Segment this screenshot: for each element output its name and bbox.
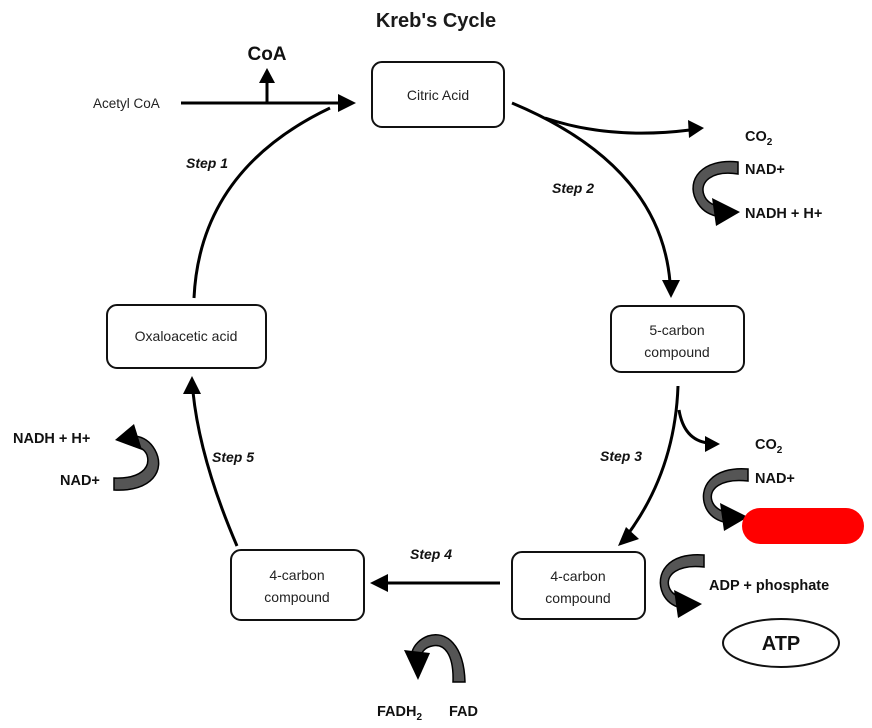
- step3-arrow: [626, 385, 680, 535]
- fadh2-label: FADH2: [377, 704, 422, 723]
- five-carbon-label-line2: compound: [644, 344, 709, 360]
- coa-label: CoA: [247, 44, 286, 65]
- step5-arrowhead: [183, 376, 201, 394]
- acetyl-coa-label: Acetyl CoA: [93, 96, 160, 111]
- step3-co2-arrowhead: [705, 436, 720, 452]
- step3-arrowhead: [618, 527, 639, 546]
- citric-acid-box: Citric Acid: [371, 61, 505, 128]
- four-carbon-right-label-line2: compound: [545, 590, 610, 606]
- step4-label: Step 4: [410, 546, 452, 562]
- diagram-title: Kreb's Cycle: [376, 10, 496, 32]
- step3-nad-curl-icon: [702, 468, 749, 531]
- four-carbon-left-box: 4-carbon compound: [230, 549, 365, 621]
- acetyl-coa-arrowhead: [338, 94, 356, 112]
- four-carbon-right-label-line1: 4-carbon: [550, 568, 605, 584]
- citric-acid-label: Citric Acid: [407, 87, 469, 103]
- step3-co2-label: CO2: [755, 437, 783, 456]
- five-carbon-box: 5-carbon compound: [610, 305, 745, 373]
- fad-curl-icon: [404, 634, 466, 683]
- step2-co2-label: CO2: [745, 129, 773, 148]
- step2-nad-label: NAD+: [745, 162, 785, 178]
- step1-label: Step 1: [186, 155, 228, 171]
- step5-nad-label: NAD+: [60, 473, 100, 489]
- step5-nad-curl-icon: [113, 424, 160, 491]
- step5-label: Step 5: [212, 449, 254, 465]
- oxaloacetic-acid-label: Oxaloacetic acid: [135, 328, 238, 344]
- fad-label: FAD: [449, 704, 478, 720]
- step2-nadh-label: NADH + H+: [745, 206, 822, 222]
- step2-co2-arrowhead: [688, 120, 704, 138]
- coa-arrowhead: [259, 68, 275, 83]
- atp-label: ATP: [762, 633, 801, 655]
- four-carbon-right-box: 4-carbon compound: [511, 551, 646, 620]
- step2-nad-curl-icon: [692, 160, 740, 226]
- step3-label: Step 3: [600, 448, 642, 464]
- step4-arrowhead: [370, 574, 388, 592]
- five-carbon-label-line1: 5-carbon: [649, 322, 704, 338]
- step5-nadh-label: NADH + H+: [13, 431, 90, 447]
- adp-curl-icon: [659, 554, 705, 618]
- step1-arrow: [192, 106, 331, 299]
- oxaloacetic-acid-box: Oxaloacetic acid: [106, 304, 267, 369]
- adp-phosphate-label: ADP + phosphate: [709, 578, 829, 594]
- redaction-mark: [742, 508, 864, 544]
- step2-label: Step 2: [552, 180, 594, 196]
- step5-arrow: [191, 391, 239, 547]
- step3-co2-branch: [677, 409, 709, 445]
- step2-co2-branch: [544, 116, 691, 135]
- four-carbon-left-label-line2: compound: [264, 589, 329, 605]
- step2-arrowhead: [662, 280, 680, 298]
- four-carbon-left-label-line1: 4-carbon: [269, 567, 324, 583]
- atp-ellipse: [722, 618, 840, 668]
- step3-nad-label: NAD+: [755, 471, 795, 487]
